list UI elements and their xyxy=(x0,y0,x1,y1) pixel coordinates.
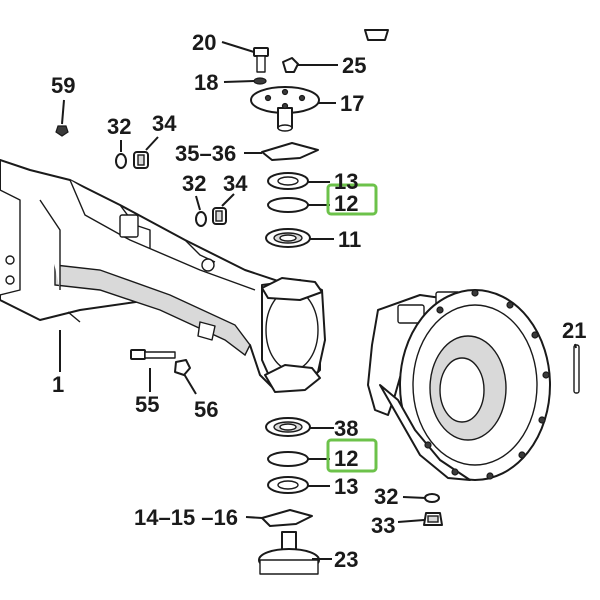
callout-12-b[interactable]: 12 xyxy=(334,446,358,471)
callout-56[interactable]: 56 xyxy=(194,397,218,422)
callout-13-a[interactable]: 13 xyxy=(334,169,358,194)
callout-13-b[interactable]: 13 xyxy=(334,474,358,499)
kingpin-23[interactable] xyxy=(258,531,320,575)
bearing-11[interactable] xyxy=(265,228,311,248)
callout-32-c[interactable]: 32 xyxy=(374,484,398,509)
kingpin-cap-17[interactable] xyxy=(250,86,320,132)
seal-13-b[interactable] xyxy=(267,476,309,494)
callout-18[interactable]: 18 xyxy=(194,70,218,95)
bolt-55[interactable] xyxy=(130,349,176,360)
callout-1[interactable]: 1 xyxy=(52,372,64,397)
callout-23[interactable]: 23 xyxy=(334,547,358,572)
callout-25[interactable]: 25 xyxy=(342,53,366,78)
hub-bolt-circle xyxy=(424,289,550,480)
pin-21[interactable] xyxy=(573,344,580,394)
leader-lines xyxy=(61,41,577,560)
highlight-box-12-upper xyxy=(326,183,378,216)
callout-34-a[interactable]: 34 xyxy=(152,111,177,136)
oring-32-c[interactable] xyxy=(424,493,440,503)
highlight-box-12-lower xyxy=(326,438,378,473)
hub-carrier[interactable] xyxy=(367,289,551,481)
plug-34-a[interactable] xyxy=(133,151,149,169)
callout-11[interactable]: 11 xyxy=(338,227,361,252)
callout-32-b[interactable]: 32 xyxy=(182,171,206,196)
callout-59[interactable]: 59 xyxy=(51,73,75,98)
callout-12-a[interactable]: 12 xyxy=(334,191,358,216)
oring-32-a[interactable] xyxy=(115,153,127,169)
callout-35-36[interactable]: 35–36 xyxy=(175,141,236,166)
callout-14-15-16[interactable]: 14–15 –16 xyxy=(134,505,238,530)
callout-20[interactable]: 20 xyxy=(192,30,216,55)
top-part-fragment xyxy=(364,29,389,41)
plug-59[interactable] xyxy=(55,125,69,137)
callout-32-a[interactable]: 32 xyxy=(107,114,131,139)
shim-14-16[interactable] xyxy=(261,509,313,527)
shim-12-b[interactable] xyxy=(267,451,309,467)
callout-34-b[interactable]: 34 xyxy=(223,171,248,196)
axle-housing[interactable] xyxy=(0,159,326,393)
nut-56[interactable] xyxy=(174,359,191,376)
washer-18[interactable] xyxy=(253,77,267,85)
bolt-20[interactable] xyxy=(253,47,269,73)
callout-21[interactable]: 21 xyxy=(562,318,586,343)
callout-17[interactable]: 17 xyxy=(340,91,364,116)
callout-33[interactable]: 33 xyxy=(371,513,395,538)
grease-fitting-25[interactable] xyxy=(282,57,299,73)
oring-32-b[interactable] xyxy=(195,211,207,227)
seal-13-a[interactable] xyxy=(267,172,309,190)
callout-labels: 20 25 18 59 17 32 34 35–36 13 32 34 12 1… xyxy=(51,30,586,572)
shim-35-36[interactable] xyxy=(261,142,319,161)
callout-55[interactable]: 55 xyxy=(135,392,159,417)
plug-33[interactable] xyxy=(423,512,443,526)
callout-38[interactable]: 38 xyxy=(334,416,358,441)
shim-12-a[interactable] xyxy=(267,197,309,213)
plug-34-b[interactable] xyxy=(212,207,227,225)
bearing-38[interactable] xyxy=(265,417,311,437)
